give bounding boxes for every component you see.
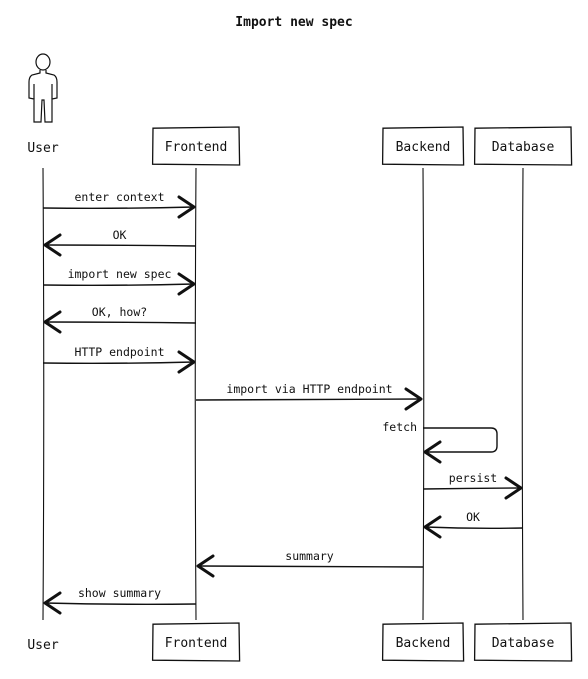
message-label: HTTP endpoint <box>74 345 164 359</box>
message-label: OK <box>466 510 480 524</box>
message-10: show summary <box>43 586 197 615</box>
lifeline-frontend <box>194 167 197 621</box>
participant-label-user-top: User <box>27 141 58 156</box>
participant-box-frontend-top: Frontend <box>151 126 241 166</box>
participant-box-backend-top: Backend <box>381 126 465 166</box>
participant-label-frontend: Frontend <box>165 140 228 155</box>
message-label: import via HTTP endpoint <box>226 382 392 396</box>
message-3: OK, how? <box>43 305 197 334</box>
diagram-title: Import new spec <box>235 15 352 30</box>
message-label: OK <box>113 228 127 242</box>
participant-label-database: Database <box>492 140 555 155</box>
message-label: persist <box>449 471 497 485</box>
message-label: show summary <box>78 586 161 600</box>
participant-label-backend: Backend <box>396 636 451 651</box>
participant-box-frontend-bottom: Frontend <box>151 622 241 662</box>
message-6: fetch <box>382 420 498 464</box>
lifelines <box>42 167 524 621</box>
message-1: OK <box>43 228 197 257</box>
message-label: summary <box>285 549 334 563</box>
participants: UserUserFrontendFrontendBackendBackendDa… <box>27 53 573 662</box>
participant-label-user-bottom: User <box>27 638 58 653</box>
message-4: HTTP endpoint <box>42 345 196 374</box>
message-2: import new spec <box>42 267 196 296</box>
message-0: enter context <box>42 190 196 219</box>
message-7: persist <box>422 471 523 500</box>
lifeline-database <box>521 167 524 621</box>
message-8: OK <box>423 510 524 539</box>
participant-label-frontend: Frontend <box>165 636 228 651</box>
message-label: fetch <box>382 420 417 434</box>
message-9: summary <box>196 549 424 578</box>
message-5: import via HTTP endpoint <box>195 382 423 411</box>
participant-box-database-bottom: Database <box>473 622 573 662</box>
lifeline-backend <box>422 167 425 621</box>
participant-label-backend: Backend <box>396 140 451 155</box>
message-label: enter context <box>74 190 164 204</box>
lifeline-user <box>42 167 45 621</box>
user-actor-icon <box>28 53 58 123</box>
message-label: OK, how? <box>92 305 147 319</box>
message-label: import new spec <box>68 267 172 281</box>
participant-label-database: Database <box>492 636 555 651</box>
participant-box-backend-bottom: Backend <box>381 622 465 662</box>
participant-box-database-top: Database <box>473 126 573 166</box>
